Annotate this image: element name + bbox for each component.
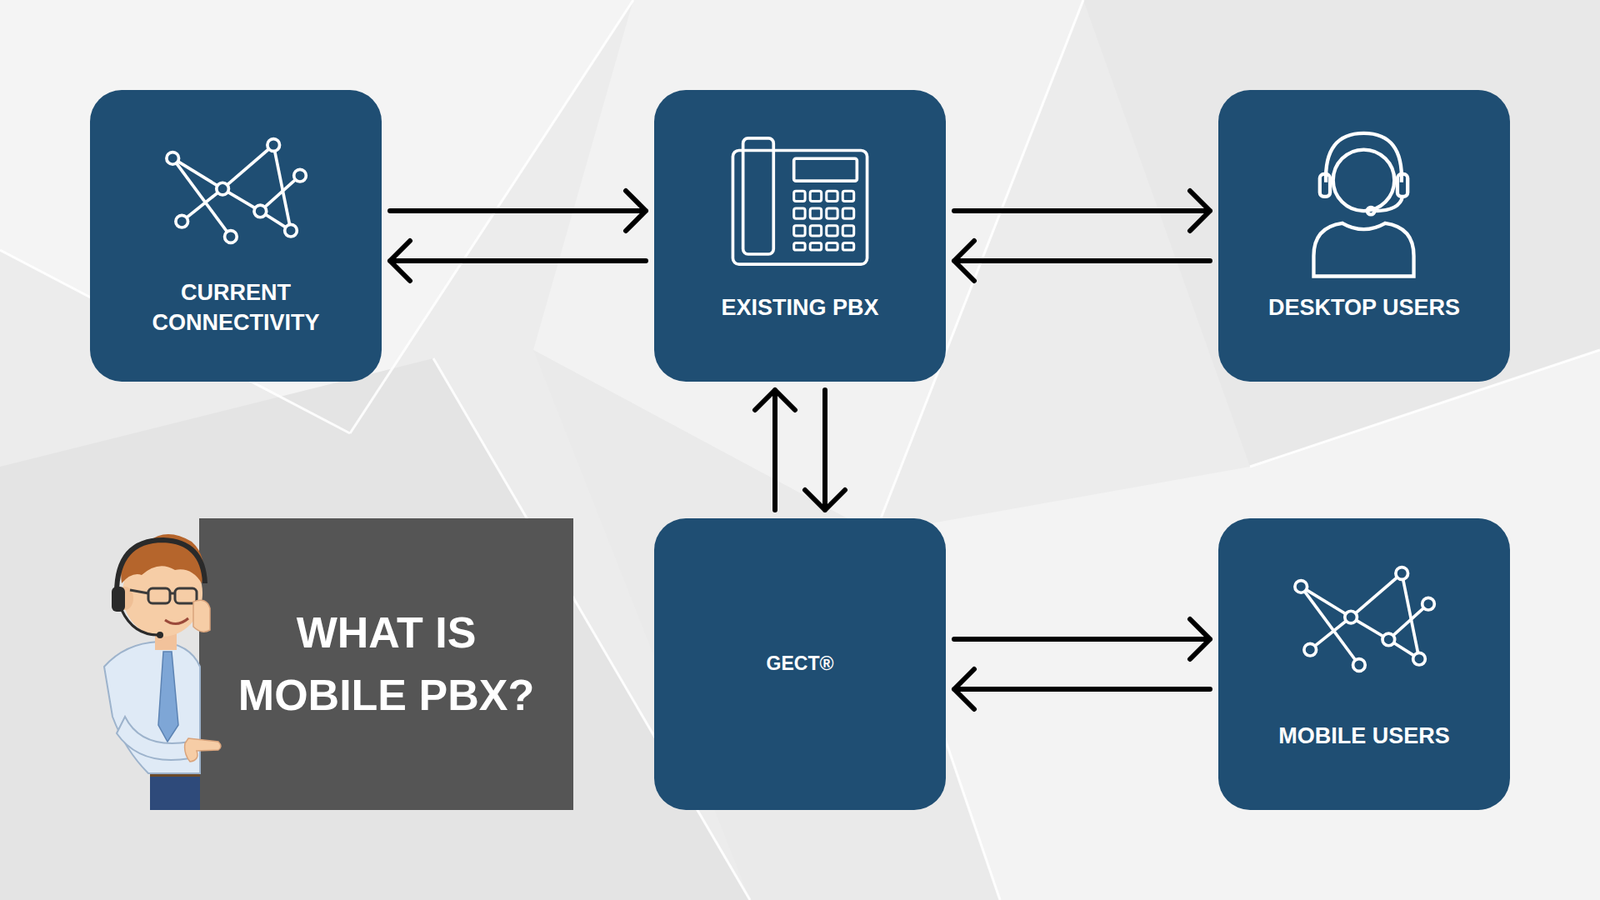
- text-holder: CURRENT CONNECTIVITY: [90, 278, 382, 338]
- connector-arrow: [755, 390, 845, 510]
- node-icon: [1290, 564, 1438, 678]
- node-label: EXISTING PBX: [720, 293, 879, 323]
- title-panel: WHAT IS MOBILE PBX?: [199, 518, 574, 810]
- arrow-stroke: [954, 619, 1210, 660]
- arrow-stroke: [390, 190, 646, 231]
- text-holder: WHAT IS MOBILE PBX?: [199, 601, 574, 728]
- text-holder: DESKTOP USERS: [1218, 293, 1510, 323]
- arrow-stroke: [805, 390, 845, 510]
- connector-arrow: [390, 190, 646, 281]
- node-icon: [1311, 129, 1416, 282]
- pbx-box: EXISTING PBX: [654, 90, 946, 382]
- node-label: CURRENT CONNECTIVITY: [119, 278, 353, 338]
- desktop-users-box: DESKTOP USERS: [1218, 90, 1510, 382]
- arrow-stroke: [755, 390, 795, 510]
- arrow-stroke: [954, 669, 1210, 710]
- node-label: MOBILE USERS: [1278, 721, 1450, 751]
- connector-arrow: [954, 619, 1210, 710]
- text-holder: EXISTING PBX: [654, 293, 946, 323]
- node-icon: [730, 135, 870, 270]
- node-icon: [162, 135, 310, 250]
- node-label: DESKTOP USERS: [1268, 293, 1460, 323]
- title-text: WHAT IS MOBILE PBX?: [217, 601, 555, 728]
- text-holder: MOBILE USERS: [1218, 721, 1510, 751]
- connector-arrow: [954, 190, 1210, 281]
- node-label: GECT®: [766, 651, 835, 677]
- mobile-users-box: MOBILE USERS: [1218, 518, 1510, 810]
- arrow-stroke: [954, 240, 1210, 281]
- text-holder: GECT®: [654, 651, 946, 677]
- gect-box: GECT®: [654, 518, 946, 810]
- arrow-stroke: [390, 240, 646, 281]
- arrow-stroke: [954, 190, 1210, 231]
- connectivity-box: CURRENT CONNECTIVITY: [90, 90, 382, 382]
